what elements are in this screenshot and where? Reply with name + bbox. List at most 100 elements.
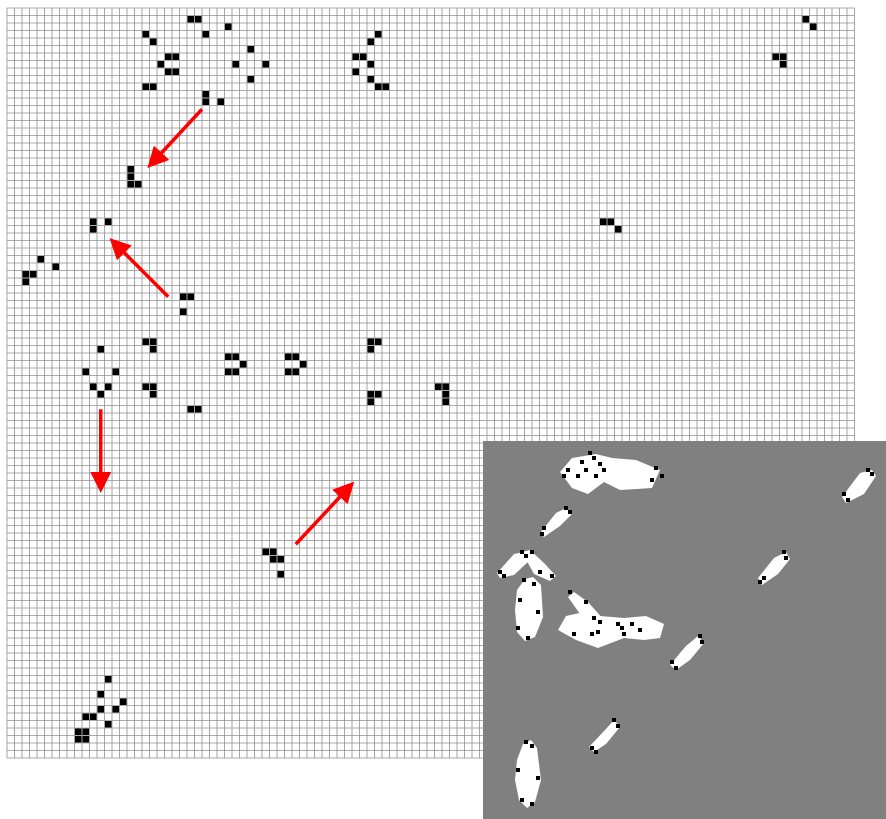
inset-cell [516,626,520,630]
inset-cell [620,626,624,630]
live-cell [83,714,90,721]
live-cell [443,391,450,398]
inset-cell [584,600,588,604]
live-cell [240,361,247,368]
inset-cell [622,632,626,636]
inset-cell [758,580,762,584]
live-cell [23,271,30,278]
inset-cell [782,550,786,554]
inset-cell [870,472,874,476]
inset-cell [630,622,634,626]
inset-cell [540,532,544,536]
live-cell [165,69,172,76]
live-cell [105,676,112,683]
live-cell [83,369,90,376]
inset-cell [564,506,568,510]
live-cell [150,346,157,353]
inset-cell [594,750,598,754]
live-cell [105,384,112,391]
live-cell [263,61,270,68]
inset-cell [572,632,576,636]
inset-cell [526,636,530,640]
live-cell [233,354,240,361]
live-cell [285,369,292,376]
inset-cell [784,556,788,560]
live-cell [98,391,105,398]
live-cell [75,729,82,736]
inset-cell [580,460,584,464]
inset-cell [522,578,526,582]
live-cell [188,16,195,23]
live-cell [90,219,97,226]
live-cell [368,346,375,353]
live-cell [180,309,187,316]
inset-cell [592,456,596,460]
live-cell [368,39,375,46]
live-cell [300,361,307,368]
live-cell [188,406,195,413]
live-cell [83,729,90,736]
live-cell [203,99,210,106]
live-cell [233,369,240,376]
live-cell [165,54,172,61]
live-cell [150,384,157,391]
live-cell [203,31,210,38]
inset-cell [530,802,534,806]
inset-cell [674,666,678,670]
live-cell [98,691,105,698]
inset-cell [576,474,580,478]
inset-cell [842,492,846,496]
live-cell [203,91,210,98]
inset-cell [502,574,506,578]
inset-cell [538,570,542,574]
inset-panel [483,441,886,819]
live-cell [188,294,195,301]
live-cell [615,226,622,233]
live-cell [353,69,360,76]
live-cell [233,61,240,68]
live-cell [90,226,97,233]
live-cell [135,181,142,188]
live-cell [278,571,285,578]
inset-cell [588,451,592,455]
live-cell [263,549,270,556]
live-cell [353,54,360,61]
live-cell [368,61,375,68]
live-cell [368,391,375,398]
inset-cell [598,620,602,624]
inset-cell [846,498,850,502]
inset-cell [584,468,588,472]
live-cell [435,384,442,391]
live-cell [368,399,375,406]
inset-cell [592,616,596,620]
live-cell [195,406,202,413]
live-cell [293,354,300,361]
inset-cell [670,660,674,664]
live-cell [803,16,810,23]
inset-cell [762,576,766,580]
inset-cell [520,798,524,802]
live-cell [278,556,285,563]
live-cell [120,699,127,706]
live-cell [150,39,157,46]
inset-cell [654,466,658,470]
inset-cell [516,768,520,772]
live-cell [90,384,97,391]
inset-cell [532,582,536,586]
live-cell [248,46,255,53]
live-cell [150,84,157,91]
inset-cell [524,740,528,744]
live-cell [368,339,375,346]
live-cell [105,721,112,728]
live-cell [53,264,60,271]
inset-cell [562,474,566,478]
live-cell [173,54,180,61]
inset-cell [590,746,594,750]
live-cell [143,84,150,91]
live-cell [143,31,150,38]
live-cell [225,354,232,361]
inset-cell [520,550,524,554]
inset-cell [594,474,598,478]
inset-cell [638,628,642,632]
inset-cell [568,590,572,594]
